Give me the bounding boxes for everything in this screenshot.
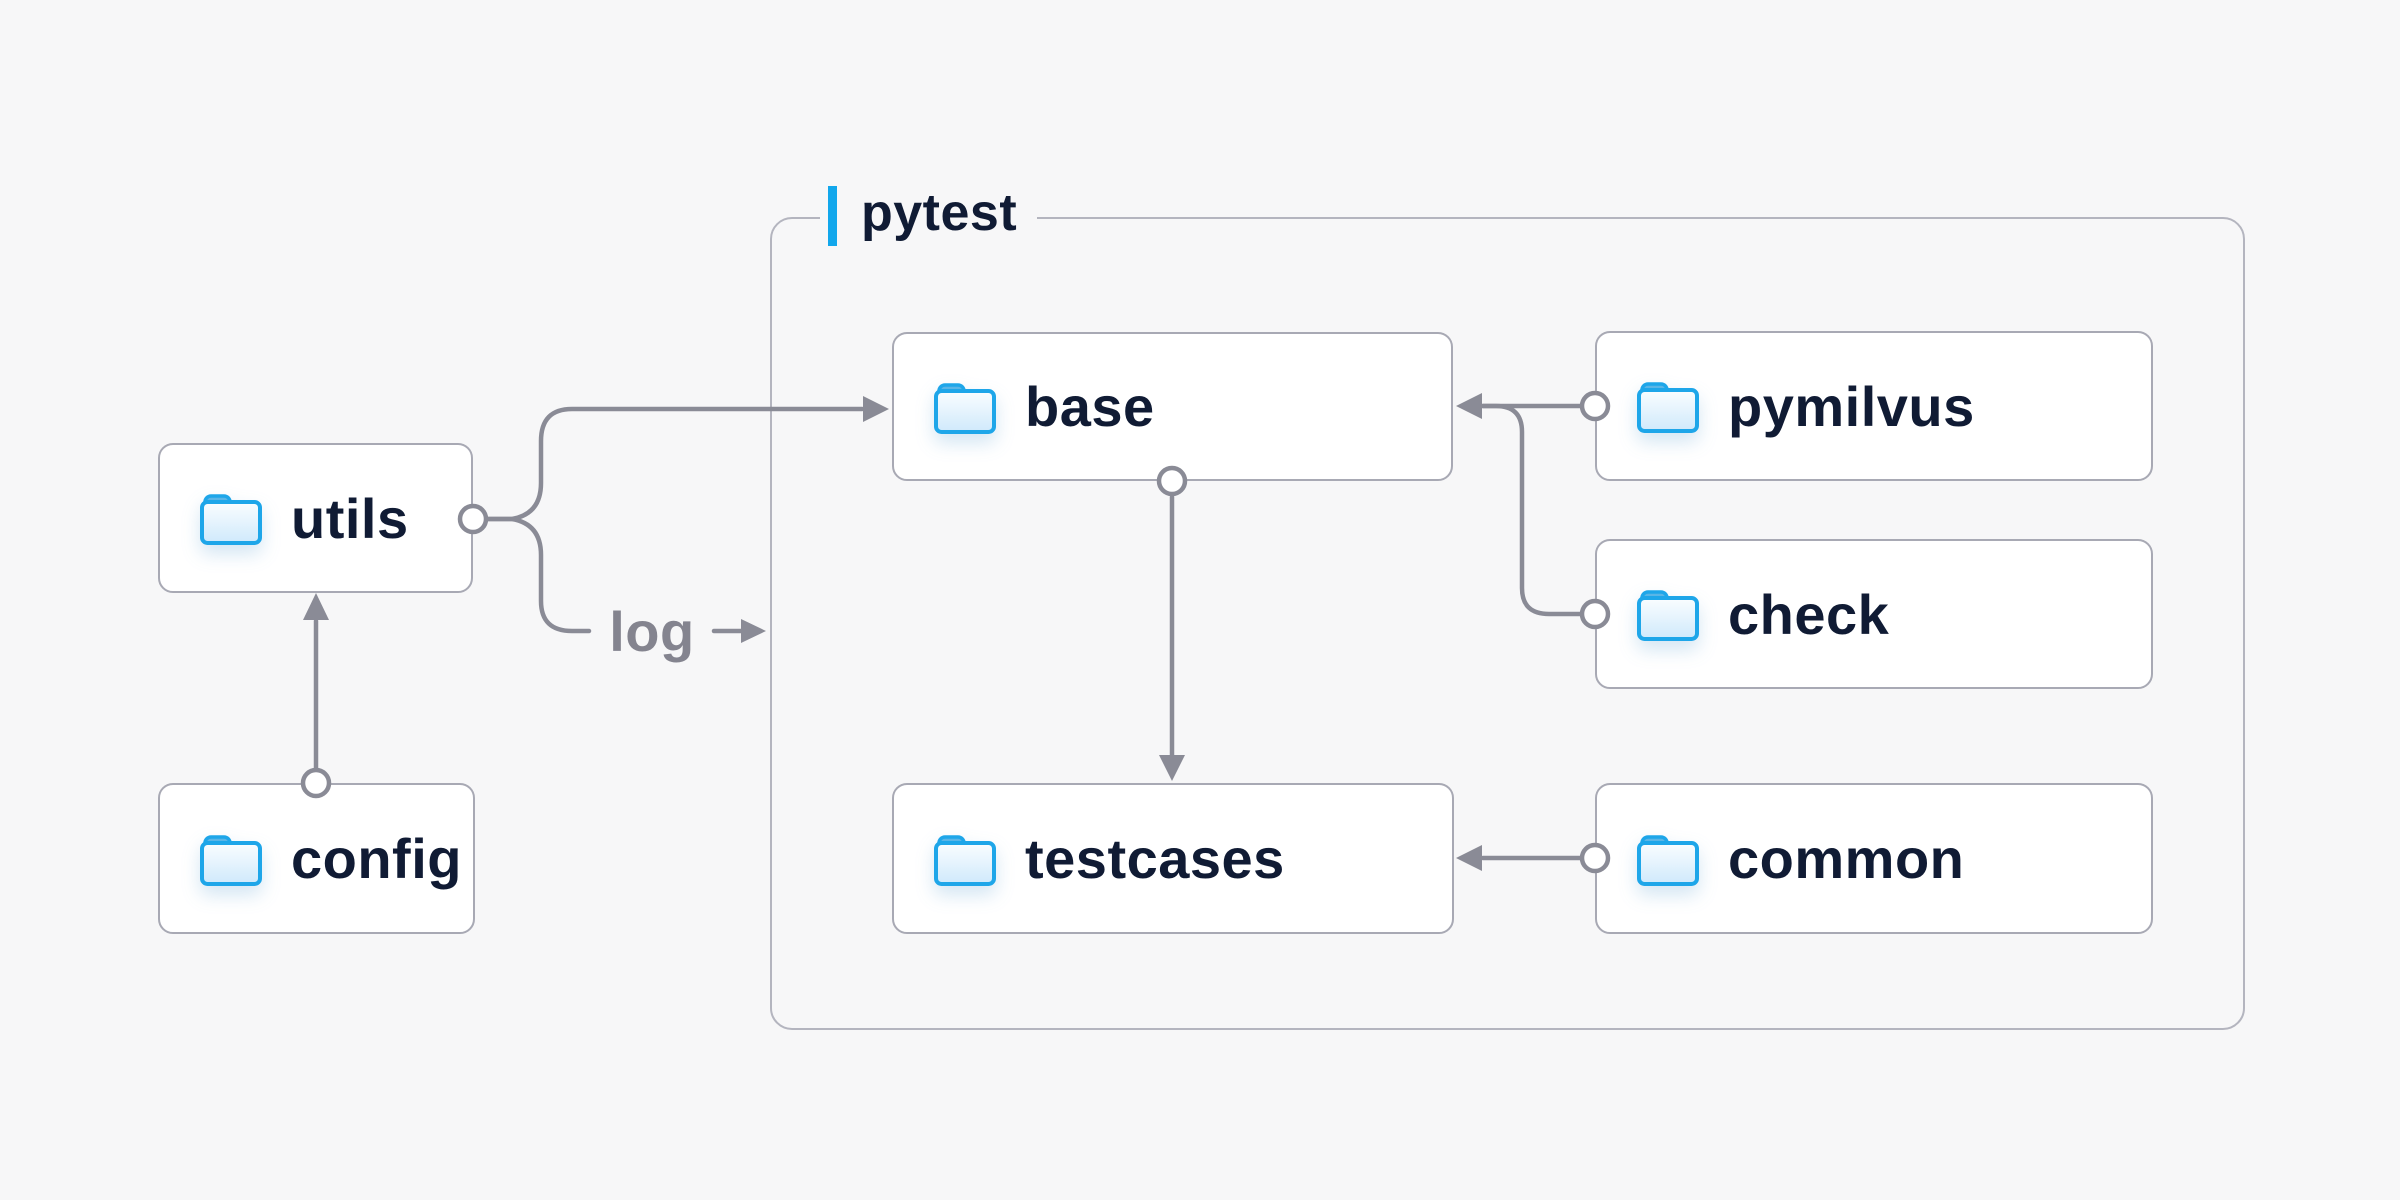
folder-icon: [1637, 834, 1699, 886]
node-common: common: [1595, 783, 2153, 934]
folder-icon: [934, 382, 996, 434]
node-label: config: [291, 827, 462, 890]
node-label: testcases: [1025, 827, 1285, 890]
pytest-group-label: pytest: [820, 184, 1038, 247]
folder-icon: [1637, 382, 1699, 433]
node-check: check: [1595, 539, 2153, 689]
folder-icon: [200, 494, 262, 545]
folder-icon: [200, 834, 262, 886]
node-config: config: [158, 783, 475, 934]
folder-icon: [1637, 590, 1699, 641]
node-label: pymilvus: [1728, 374, 1975, 438]
node-utils: utils: [158, 443, 473, 593]
edge-config-utils: [300, 593, 332, 799]
pytest-group-box: [770, 217, 2245, 1030]
arrowhead-icon: [303, 593, 329, 620]
node-label: check: [1728, 582, 1890, 646]
node-label: common: [1728, 827, 1965, 890]
edge-line: [484, 516, 592, 634]
pytest-group-title: pytest: [861, 184, 1018, 242]
node-label: utils: [291, 486, 409, 550]
node-base: base: [892, 332, 1453, 481]
arrowhead-icon: [741, 619, 766, 643]
node-testcases: testcases: [892, 783, 1454, 934]
edge-label-log: log: [609, 599, 695, 663]
folder-icon: [934, 834, 996, 886]
accent-bar: [828, 186, 837, 246]
node-pymilvus: pymilvus: [1595, 331, 2153, 481]
node-label: base: [1025, 375, 1155, 438]
